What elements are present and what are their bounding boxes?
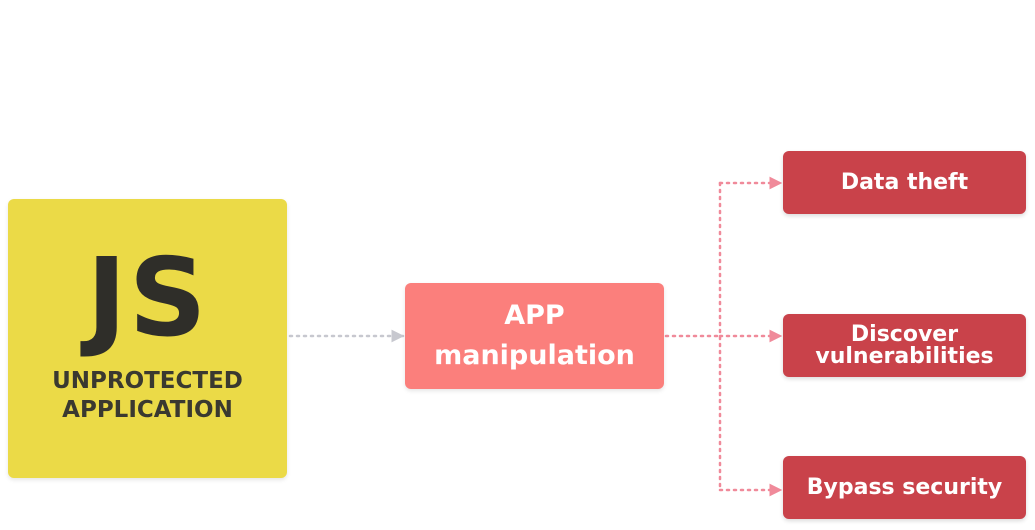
app-manipulation-node: APP manipulation [405, 283, 664, 389]
outcome-discover-vulnerabilities: Discover vulnerabilities [783, 314, 1026, 377]
source-caption: UNPROTECTED APPLICATION [8, 367, 287, 425]
process-label-line1: APP [504, 300, 565, 331]
outcome-label-line2: vulnerabilities [815, 343, 994, 369]
source-caption-line2: APPLICATION [62, 397, 233, 423]
outcome-label: Data theft [840, 169, 969, 195]
outcome-bypass-security: Bypass security [783, 456, 1026, 519]
js-logo-text: JS [86, 236, 209, 361]
outcome-label-line1: Discover [850, 321, 959, 347]
unprotected-application-node: JS UNPROTECTED APPLICATION [8, 199, 287, 478]
source-caption-line1: UNPROTECTED [52, 368, 243, 394]
process-label-line2: manipulation [434, 340, 635, 371]
outcome-data-theft: Data theft [783, 151, 1026, 214]
outcome-label: Bypass security [806, 474, 1003, 500]
